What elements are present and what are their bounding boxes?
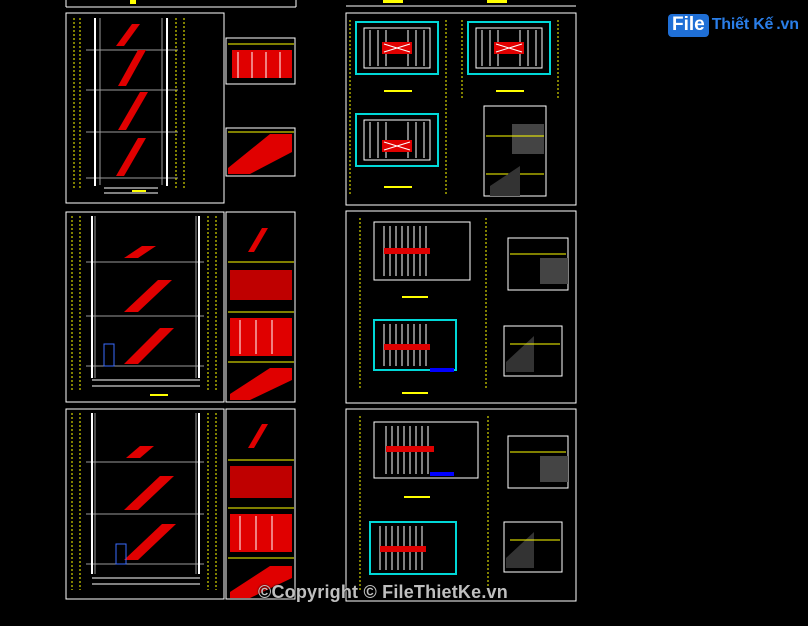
plan-sheet-2 — [345, 210, 577, 404]
detail-sheet-1b — [225, 127, 296, 177]
plan-sheet-1 — [345, 12, 577, 206]
section-sheet-2 — [65, 211, 225, 403]
section-sheet-3 — [65, 408, 225, 600]
plan-sheet-3 — [345, 408, 577, 602]
logo-badge-icon: File Thiết Kế .vn — [668, 14, 799, 37]
logo-file-text: File — [668, 14, 709, 37]
section-sheet-1 — [65, 12, 225, 204]
detail-sheet-3 — [225, 408, 296, 600]
detail-sheet-1a — [225, 37, 296, 85]
top-sheet-fragments — [65, 0, 576, 8]
copyright-watermark: ©Copyright © FileThietKe.vn — [258, 582, 508, 602]
logo-domain-text: .vn — [776, 16, 799, 34]
logo-thietke-text: Thiết Kế — [711, 16, 774, 34]
detail-sheet-2 — [225, 211, 296, 403]
